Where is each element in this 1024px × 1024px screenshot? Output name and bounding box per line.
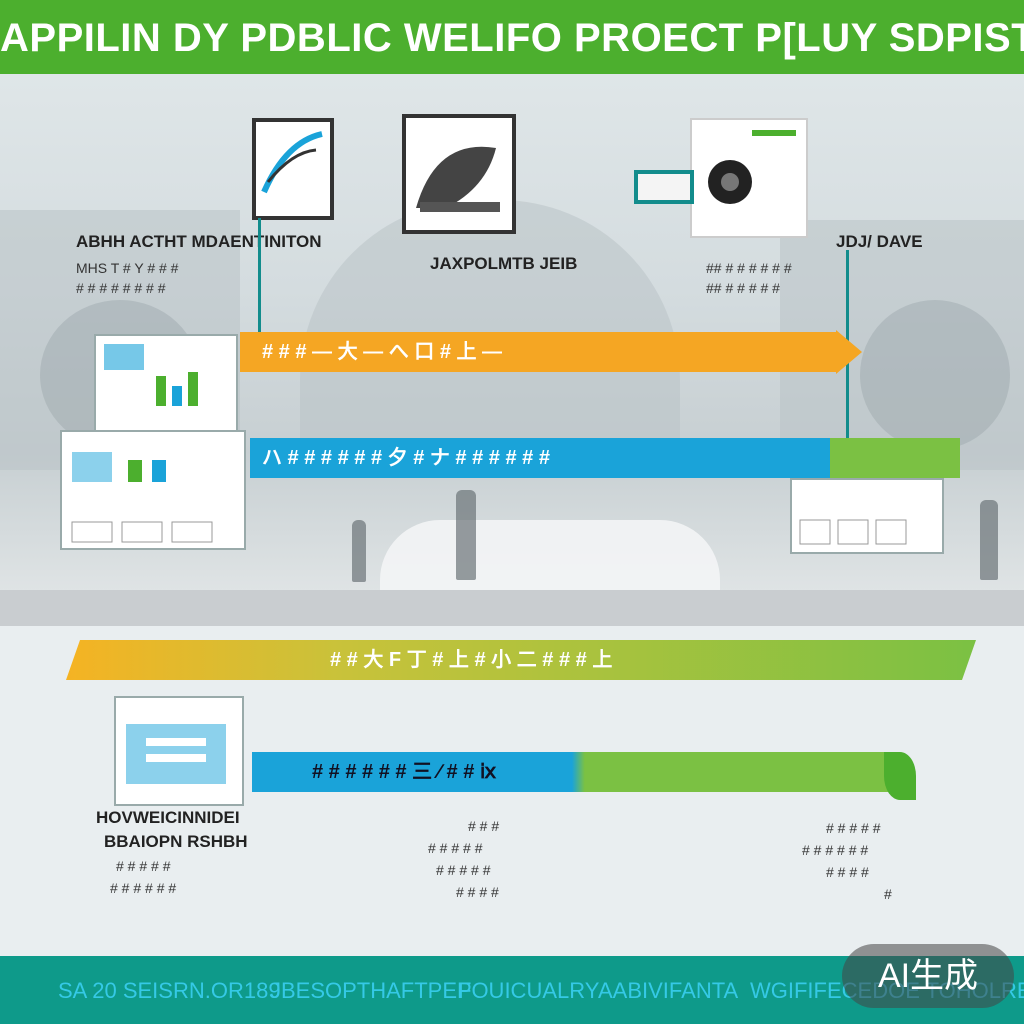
leaf-icon bbox=[884, 752, 916, 800]
person-figure bbox=[980, 500, 998, 580]
arrow-tip bbox=[836, 330, 862, 374]
bottom-center-line: # # # bbox=[468, 818, 500, 834]
person-figure bbox=[352, 520, 366, 582]
bottom-right-line: # # # # # # bbox=[802, 842, 869, 858]
banner-yellow-green-text: # # 大 F 丁 # 上 # 小 二 # # # 上 bbox=[330, 649, 613, 671]
mini-terminal bbox=[114, 696, 244, 806]
panel-center-label: JAXPOLMTB JEIB bbox=[430, 254, 578, 273]
emblem-icon bbox=[402, 114, 516, 234]
mini-kiosk bbox=[790, 478, 944, 554]
banner-orange-text: # # # — 大 — へ 口 # 上 — bbox=[262, 341, 503, 363]
device-icon bbox=[690, 118, 808, 238]
bottom-left-line: # # # # # bbox=[116, 858, 171, 874]
person-figure bbox=[456, 490, 476, 580]
street bbox=[0, 590, 1024, 626]
ai-generated-badge: AI生成 bbox=[842, 944, 1014, 1008]
bottom-center-line: # # # # bbox=[456, 884, 499, 900]
bottom-left-label: HOVWEICINNIDEI bbox=[96, 808, 240, 827]
panel-right-label: JDJ/ DAVE bbox=[836, 232, 923, 251]
panel-left-line: MHS T # Y # # # bbox=[76, 260, 179, 276]
page-title: APPILIN DY PDBLIC WELIFO PROECT P[LUY SD… bbox=[0, 16, 1024, 60]
tree bbox=[860, 300, 1010, 450]
panel-right-line: ## # # # # # bbox=[706, 280, 780, 296]
bottom-left-label: BBAIOPN RSHBH bbox=[104, 832, 248, 851]
panel-left-label: ABHH ACTHT MDAENTINITON bbox=[76, 232, 322, 251]
banner-blue-green bbox=[252, 752, 892, 792]
mini-dashboard bbox=[94, 334, 238, 434]
connector-line bbox=[258, 218, 261, 338]
mini-building bbox=[60, 430, 246, 550]
header-bar bbox=[0, 0, 1024, 74]
banner-orange bbox=[240, 332, 836, 372]
bottom-center-line: # # # # # bbox=[436, 862, 491, 878]
bottom-right-line: # # # # # bbox=[826, 820, 881, 836]
bottom-center-line: # # # # # bbox=[428, 840, 483, 856]
tray-icon bbox=[634, 170, 694, 204]
panel-left-line: # # # # # # # # bbox=[76, 280, 166, 296]
bottom-right-line: # bbox=[884, 886, 892, 902]
banner-blue-text: ハ # # # # # # 夕 # ナ # # # # # # bbox=[262, 447, 550, 469]
document-icon bbox=[252, 118, 334, 220]
banner-blue bbox=[250, 438, 830, 478]
bottom-right-line: # # # # bbox=[826, 864, 869, 880]
banner-blue-green-end bbox=[830, 438, 960, 478]
footer-item: FOUICUALRY bbox=[458, 978, 600, 1003]
footer-item: JBESOPTHAFTPEP bbox=[270, 978, 472, 1003]
footer-item: AABIVIFANTA bbox=[598, 978, 739, 1003]
panel-right-line: ## # # # # # # bbox=[706, 260, 792, 276]
bottom-left-line: # # # # # # bbox=[110, 880, 177, 896]
banner-yellow-green bbox=[66, 640, 976, 680]
banner-blue-green-text: # # # # # # 三 ∕ # # ⅸ bbox=[312, 761, 497, 783]
footer-item: SA 20 SEISRN.OR189 bbox=[58, 978, 281, 1003]
snow-mound bbox=[380, 520, 720, 590]
